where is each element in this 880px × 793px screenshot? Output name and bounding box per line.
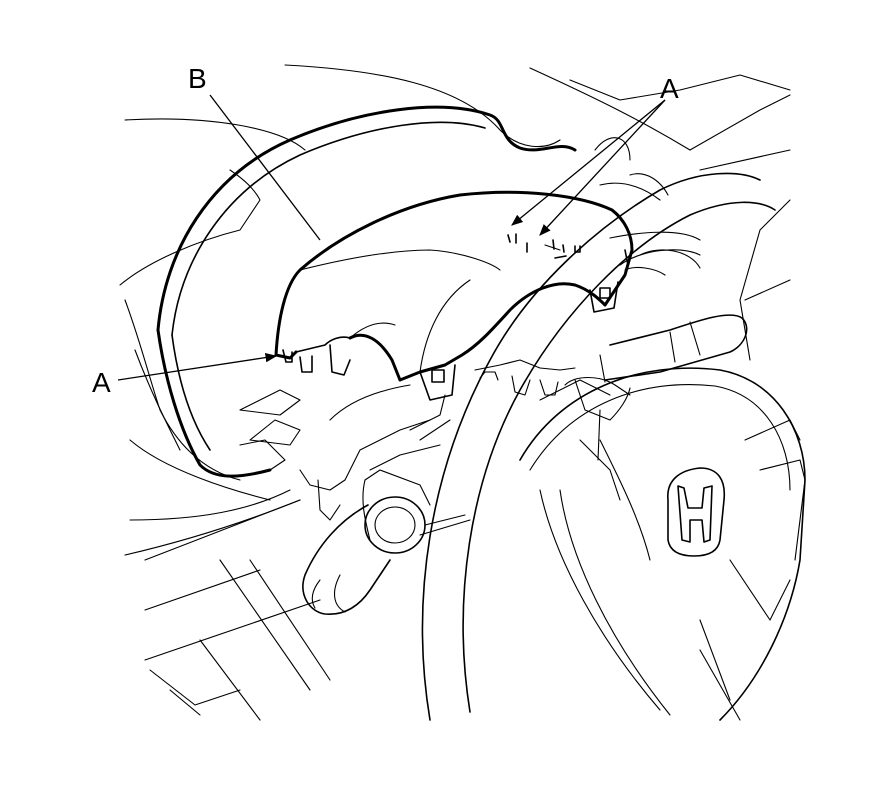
upper-column-cover	[274, 190, 634, 401]
left-lever	[302, 504, 391, 615]
steering-wheel	[421, 137, 791, 721]
right-lever	[599, 314, 748, 383]
leader-a-upper-1	[511, 99, 666, 226]
cluster-hood	[156, 105, 577, 478]
lower-column-parts	[299, 359, 631, 536]
honda-h-logo	[667, 467, 726, 557]
dashboard-outline	[119, 64, 791, 721]
leader-a-upper-2	[539, 99, 666, 236]
leader-b	[209, 94, 321, 241]
airbag-hub	[519, 367, 806, 721]
key-cylinder	[362, 469, 431, 554]
callout-a-upper: A	[660, 73, 679, 104]
leader-a-left	[117, 352, 278, 381]
callout-b: B	[188, 63, 207, 94]
callout-a-left: A	[92, 367, 111, 398]
